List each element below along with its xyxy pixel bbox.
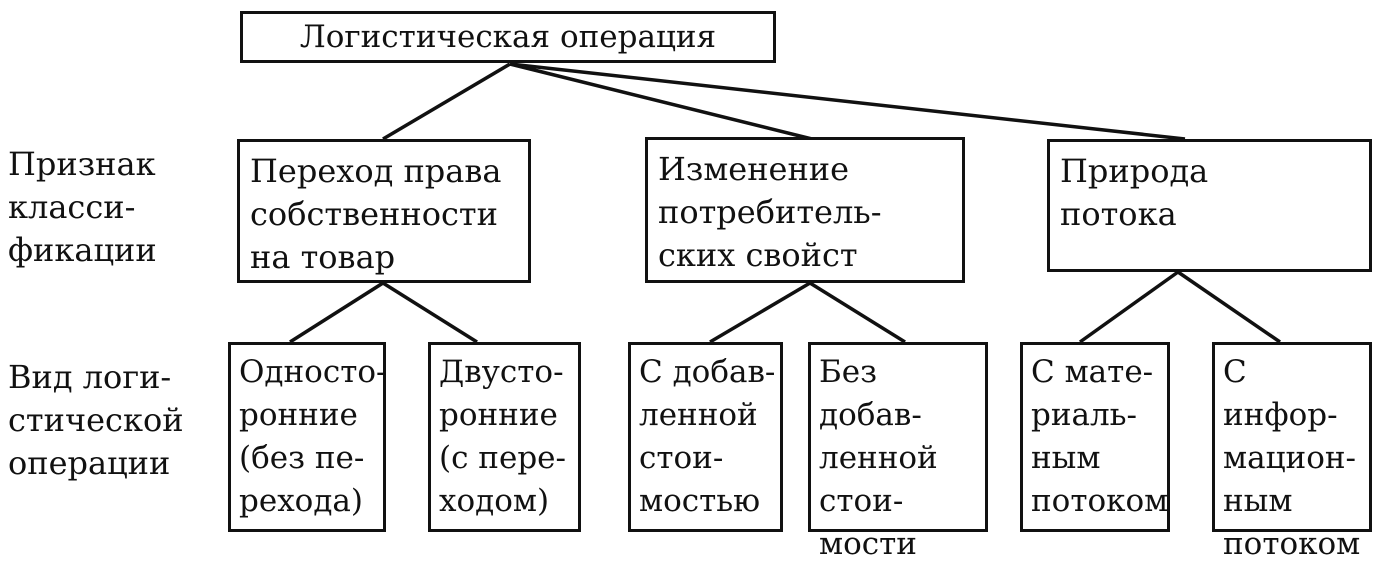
- leaf-node-value-added: С добав- ленной стои- мостью: [628, 342, 783, 532]
- leaf-node-information-flow: С инфор- мацион- ным потоком: [1212, 342, 1372, 562]
- leaf-node-unilateral: Односто- ронние (без пе- рехода): [228, 342, 386, 532]
- connector-cat2-leaf4: [809, 281, 906, 344]
- leaf-label: С инфор- мацион- ным потоком: [1223, 354, 1361, 562]
- connector-cat3-leaf5: [1078, 270, 1180, 344]
- category-node-properties: Изменение потребитель- ских свойст: [645, 137, 965, 283]
- leaf-label: Односто- ронние (без пе- рехода): [239, 354, 387, 519]
- connector-cat2-leaf3: [709, 281, 811, 344]
- category-label: Изменение потребитель- ских свойст: [658, 150, 882, 274]
- leaf-label: С добав- ленной стои- мостью: [639, 354, 776, 519]
- connector-cat1-leaf1: [289, 281, 384, 344]
- connector-cat1-leaf2: [382, 281, 478, 344]
- connector-cat3-leaf6: [1177, 270, 1281, 344]
- connector-lines: [289, 62, 1281, 344]
- leaf-label: С мате- риаль- ным потоком: [1031, 354, 1169, 519]
- category-node-flow: Природа потока: [1047, 139, 1372, 272]
- leaf-node-material-flow: С мате- риаль- ным потоком: [1020, 342, 1170, 532]
- connector-root-cat3: [509, 62, 1186, 141]
- category-label: Переход права собственности на товар: [250, 152, 502, 276]
- connector-root-cat1: [382, 62, 511, 141]
- category-label: Природа потока: [1060, 152, 1209, 233]
- side-label-criterion: Признак класси- фикации: [8, 145, 157, 269]
- leaf-node-no-value-added: Без добав- ленной стои- мости: [808, 342, 988, 562]
- root-label: Логистическая операция: [299, 19, 717, 55]
- leaf-label: Без добав- ленной стои- мости: [819, 354, 938, 562]
- category-node-ownership: Переход права собственности на товар: [237, 139, 531, 283]
- root-node: Логистическая операция: [240, 11, 776, 63]
- side-label-type: Вид логи- стической операции: [8, 358, 184, 482]
- leaf-node-bilateral: Двусто- ронние (с пере- ходом): [428, 342, 581, 532]
- leaf-label: Двусто- ронние (с пере- ходом): [439, 354, 566, 519]
- connector-root-cat2: [509, 62, 813, 141]
